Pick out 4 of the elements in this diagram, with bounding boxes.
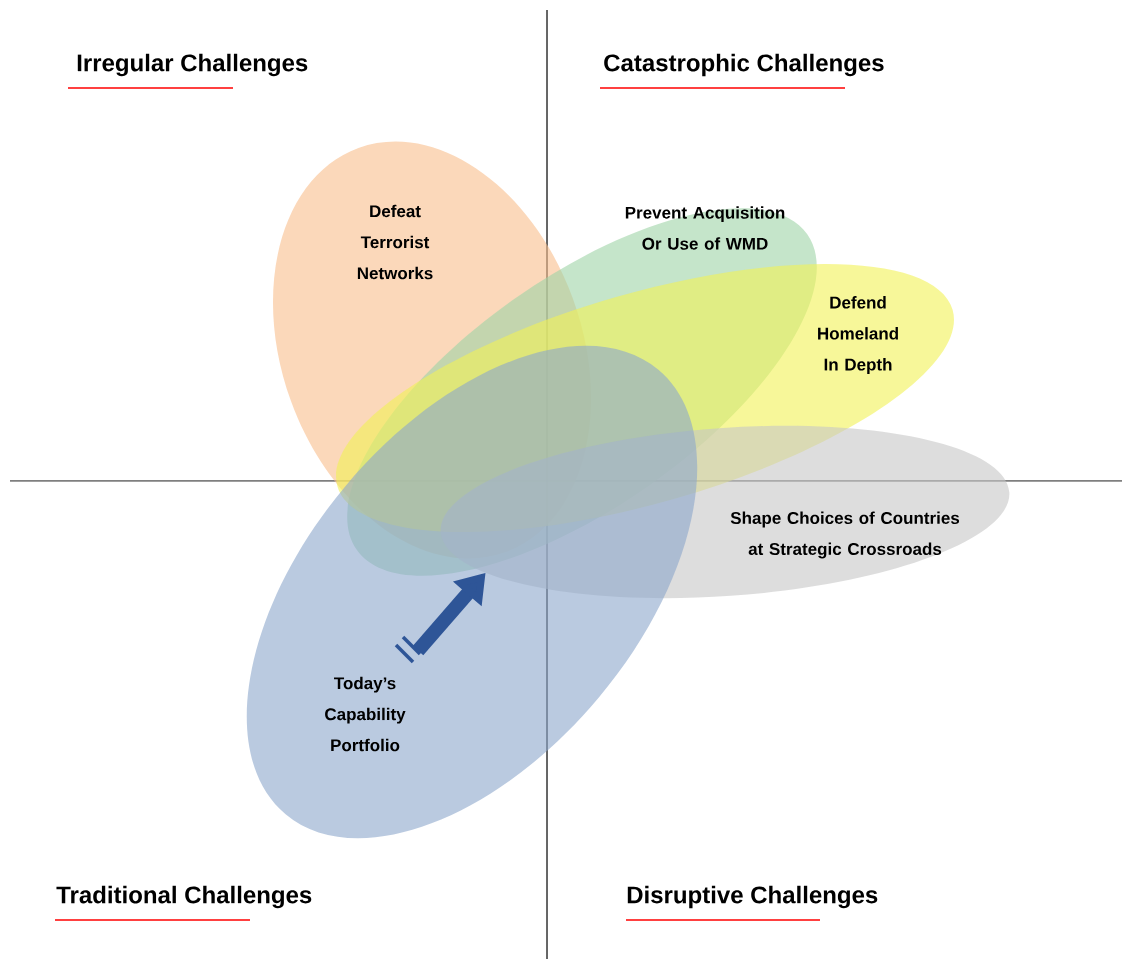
quadrant-title: Traditional Challenges bbox=[56, 885, 312, 909]
quadrant-title: Catastrophic Challenges bbox=[604, 53, 884, 77]
quadrant-title: Disruptive Challenges bbox=[627, 885, 878, 909]
quadrant-title: Irregular Challenges bbox=[77, 53, 308, 77]
